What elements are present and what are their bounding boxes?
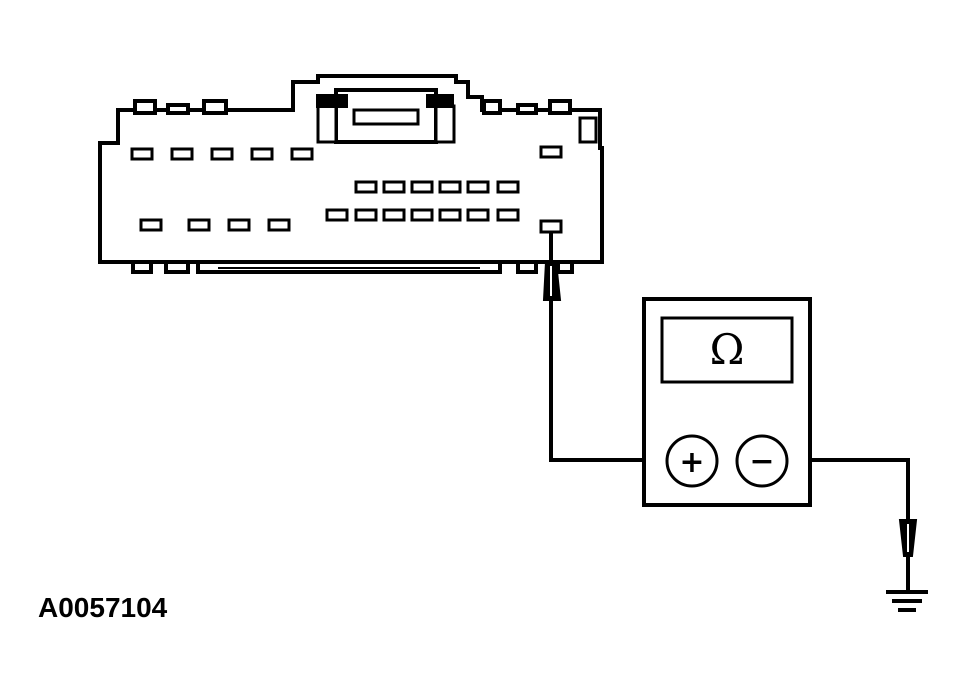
negative-test-lead [788,458,910,520]
connector-top-tab [166,103,190,115]
connector-pin-cavity [227,218,251,232]
connector-icon [98,74,604,274]
connector-pin-cavity [382,208,406,222]
ground-symbol-icon [886,590,928,612]
negative-terminal-label: − [749,444,774,479]
connector-pin-cavity [496,208,520,222]
positive-test-lead [549,300,666,462]
connector-pin-cavity [170,147,194,161]
connector-pin-cavity [539,145,563,159]
connector-pin-cavity [187,218,211,232]
connector-pin-cavity [438,180,462,194]
positive-probe [539,219,563,301]
ground-probe [898,519,918,592]
connector-pin-cavity [410,208,434,222]
connector-pin-cavity [267,218,291,232]
connector-pin-cavity [410,180,434,194]
ohmmeter-icon: Ω + − [642,297,812,507]
meter-display-symbol: Ω [710,325,745,374]
positive-terminal [665,434,719,488]
negative-terminal [735,434,789,488]
connector-bottom-tab [164,260,190,274]
connector-pin-cavity [250,147,274,161]
connector-pin-cavity [325,208,349,222]
connector-latch-arm [434,104,456,144]
connector-bottom-tab [556,260,574,274]
connector-pin-cavity [130,147,154,161]
connector-pin-cavity [354,180,378,194]
connector-bottom-tab [131,260,153,274]
connector-latch-hook [316,94,348,108]
connector-pin-cavity [210,147,234,161]
connector-top-tab [548,99,572,115]
figure-id: A0057104 [38,592,168,623]
connector-bottom-tab [516,260,538,274]
connector-pin-cavity [496,180,520,194]
connector-latch-arm [316,104,338,144]
connector-pin-cavity [382,180,406,194]
connector-pin-cavity [354,208,378,222]
meter-display [660,316,794,384]
connector-top-tab [202,99,228,115]
connector-test-pin [539,219,563,234]
connector-top-tab [482,99,502,115]
connector-latch-bar [352,108,420,126]
connector-pin-cavity [466,208,490,222]
connector-latch-hook [426,94,454,108]
connector-pin-cavity [466,180,490,194]
positive-terminal-label: + [679,445,704,480]
connector-top-tab [133,99,157,115]
connector-side-key [578,116,598,144]
connector-pin-cavities [130,145,563,232]
connector-pin-cavity [139,218,163,232]
connector-pin-cavity [290,147,314,161]
connector-pin-cavity [438,208,462,222]
connector-top-tab [516,103,538,115]
